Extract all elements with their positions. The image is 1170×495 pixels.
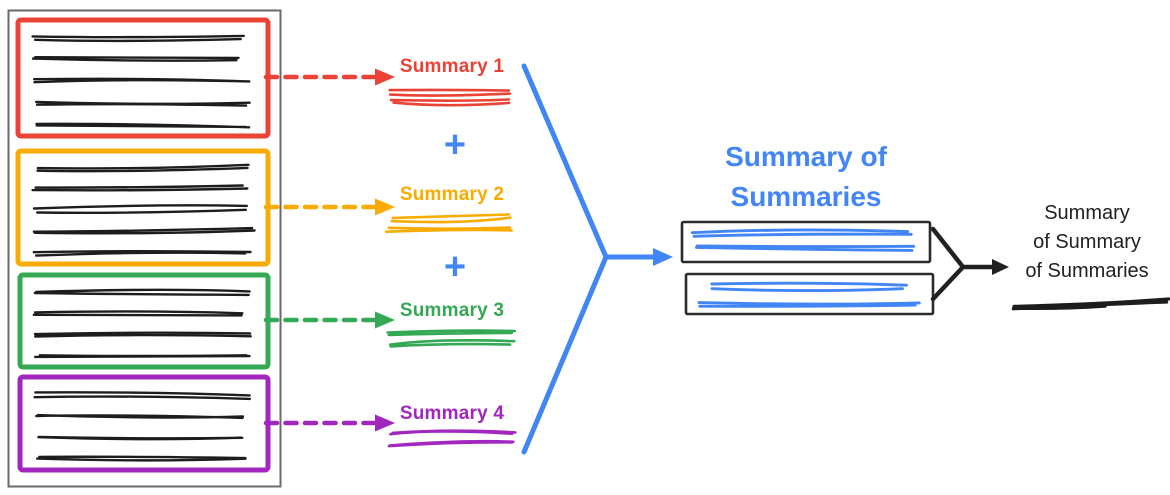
merge-arrowhead-black — [992, 259, 1009, 275]
merge-line-blue-top — [521, 63, 609, 260]
final-summary-label-line-2: of Summary — [1033, 231, 1141, 253]
plus-operator-2: + — [443, 246, 467, 288]
summary-4-label: Summary 4 — [399, 403, 505, 424]
summary-of-summaries-title-line-1: Summary of — [725, 141, 887, 172]
document-text-scribble — [33, 391, 251, 401]
dashed-arrowhead-red — [375, 68, 395, 86]
document-text-scribble — [31, 56, 240, 62]
summary-1-label: Summary 1 — [399, 56, 505, 77]
dashed-arrowhead-green — [375, 311, 395, 329]
document-text-scribble — [32, 310, 244, 317]
summary-scribble-yellow — [390, 213, 512, 224]
merge-line-blue-bottom — [521, 254, 609, 455]
dashed-arrowhead-yellow — [375, 198, 395, 216]
document-text-scribble — [33, 77, 251, 84]
summary-of-summaries-scribble — [690, 228, 913, 238]
summary-of-summaries-title: Summary of Summaries — [660, 137, 952, 217]
plus-operator-1: + — [443, 124, 467, 166]
document-text-scribble — [37, 435, 244, 441]
document-text-scribble — [31, 34, 245, 43]
dashed-arrowhead-purple — [375, 414, 395, 432]
summary-of-summaries-scribble — [697, 301, 921, 308]
merge-line-black-bottom — [930, 264, 966, 302]
document-text-scribble — [35, 100, 251, 107]
final-summary-label-line-1: Summary — [1044, 202, 1130, 224]
final-summary-label: Summary of Summary of Summaries — [1006, 199, 1168, 286]
summary-of-summaries-scribble — [694, 244, 916, 252]
document-text-scribble — [33, 288, 251, 297]
summary-scribble-red — [389, 98, 511, 107]
document-text-scribble — [32, 249, 252, 257]
document-text-scribble — [36, 163, 250, 173]
document-text-scribble — [35, 413, 245, 420]
summary-of-summaries-box-2 — [684, 272, 935, 316]
summary-scribble-yellow — [385, 226, 513, 233]
document-text-scribble — [33, 331, 252, 338]
merge-arrowhead-blue — [653, 248, 673, 266]
summary-of-summaries-title-line-2: Summaries — [730, 181, 882, 212]
document-text-scribble — [34, 354, 251, 359]
summary-scribble-green — [386, 329, 517, 337]
summary-of-summaries-scribble — [710, 281, 908, 293]
final-summary-label-line-3: of Summaries — [1025, 260, 1149, 282]
final-summary-scribble — [1012, 304, 1107, 311]
summary-scribble-purple — [387, 439, 515, 448]
summary-scribble-purple — [389, 429, 517, 436]
document-text-scribble — [36, 455, 247, 462]
document-text-scribble — [32, 226, 256, 235]
summary-of-summaries-box-1 — [680, 220, 932, 264]
summary-scribble-red — [388, 88, 512, 97]
summary-scribble-green — [388, 339, 516, 348]
documents-outer-box — [7, 9, 282, 488]
summary-3-label: Summary 3 — [399, 300, 505, 321]
summary-2-label: Summary 2 — [399, 184, 505, 205]
document-text-scribble — [31, 184, 249, 192]
document-text-scribble — [32, 204, 248, 214]
merge-line-black-top — [930, 226, 966, 270]
document-text-scribble — [35, 122, 251, 129]
